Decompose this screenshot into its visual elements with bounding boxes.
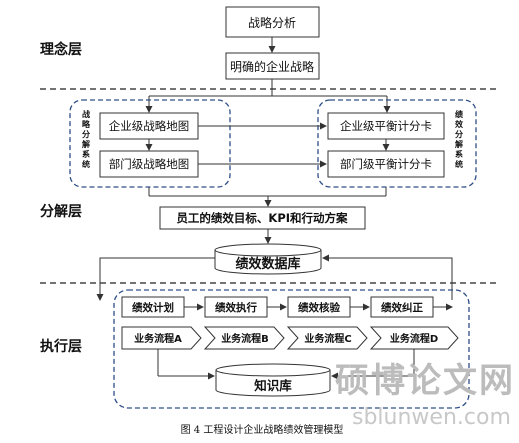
- strategy-decomp-label: 战 略 分 解 系 统: [82, 109, 91, 169]
- watermark-url: sblunwen.com: [352, 405, 511, 430]
- node-department-map-label: 部门级战略地图: [109, 157, 190, 171]
- svg-text:系: 系: [82, 149, 90, 159]
- layer-label-concept: 理念层: [40, 41, 82, 58]
- svg-text:统: 统: [82, 159, 90, 169]
- node-employee-goals-label: 员工的绩效目标、KPI和行动方案: [176, 211, 348, 225]
- step-execute-label: 绩效执行: [215, 301, 257, 314]
- loop-execute-to-db: [322, 254, 453, 300]
- node-clear-strategy-label: 明确的企业战略: [230, 59, 314, 74]
- svg-text:解: 解: [82, 139, 90, 149]
- loop-db-to-execute: [96, 257, 215, 301]
- node-enterprise-bsc-label: 企业级平衡计分卡: [340, 119, 432, 133]
- svg-text:解: 解: [455, 139, 463, 149]
- flow-b-label: 业务流程B: [221, 332, 269, 345]
- svg-text:战: 战: [82, 109, 90, 119]
- node-clear-strategy: [225, 52, 320, 80]
- node-knowledge-db-label: 知识库: [253, 378, 292, 393]
- figure-caption: 图 4 工程设计企业战略绩效管理模型: [181, 423, 344, 436]
- perf-decomp-label: 绩 效 分 解 系 统: [455, 109, 463, 169]
- svg-text:系: 系: [455, 149, 463, 159]
- flow-a-label: 业务流程A: [134, 332, 182, 345]
- layer-label-execute: 执行层: [40, 338, 82, 355]
- node-strategy-analysis-label: 战略分析: [248, 15, 296, 30]
- node-department-bsc-label: 部门级平衡计分卡: [340, 157, 432, 171]
- group-execution: [113, 289, 470, 409]
- step-correct-label: 绩效纠正: [381, 301, 423, 314]
- watermark-cn: 硕博论文网: [335, 361, 515, 401]
- flow-a: [121, 326, 202, 350]
- svg-text:分: 分: [82, 129, 90, 139]
- node-perf-db-label: 绩效数据库: [235, 256, 300, 272]
- group-perf-decomp: [317, 99, 477, 188]
- flow-b: [203, 326, 285, 350]
- step-verify-label: 绩效核验: [298, 301, 340, 314]
- svg-text:效: 效: [455, 119, 463, 129]
- node-enterprise-bsc: [327, 112, 445, 140]
- node-employee-goals: [159, 206, 366, 230]
- step-plan-label: 绩效计划: [132, 301, 174, 314]
- flow-d-label: 业务流程D: [390, 332, 438, 345]
- svg-text:分: 分: [455, 129, 463, 139]
- svg-text:统: 统: [455, 159, 463, 169]
- flow-d: [369, 326, 459, 350]
- svg-text:略: 略: [82, 119, 91, 129]
- layer-label-decompose: 分解层: [40, 203, 82, 220]
- node-enterprise-map-label: 企业级战略地图: [109, 119, 190, 133]
- node-knowledge-db: [215, 363, 331, 397]
- svg-text:绩: 绩: [455, 109, 463, 119]
- flow-c-label: 业务流程C: [304, 332, 351, 345]
- node-department-bsc: [327, 150, 445, 178]
- flow-c: [286, 326, 368, 350]
- group-strategy-decomp: [69, 99, 231, 188]
- node-perf-db: [214, 243, 322, 275]
